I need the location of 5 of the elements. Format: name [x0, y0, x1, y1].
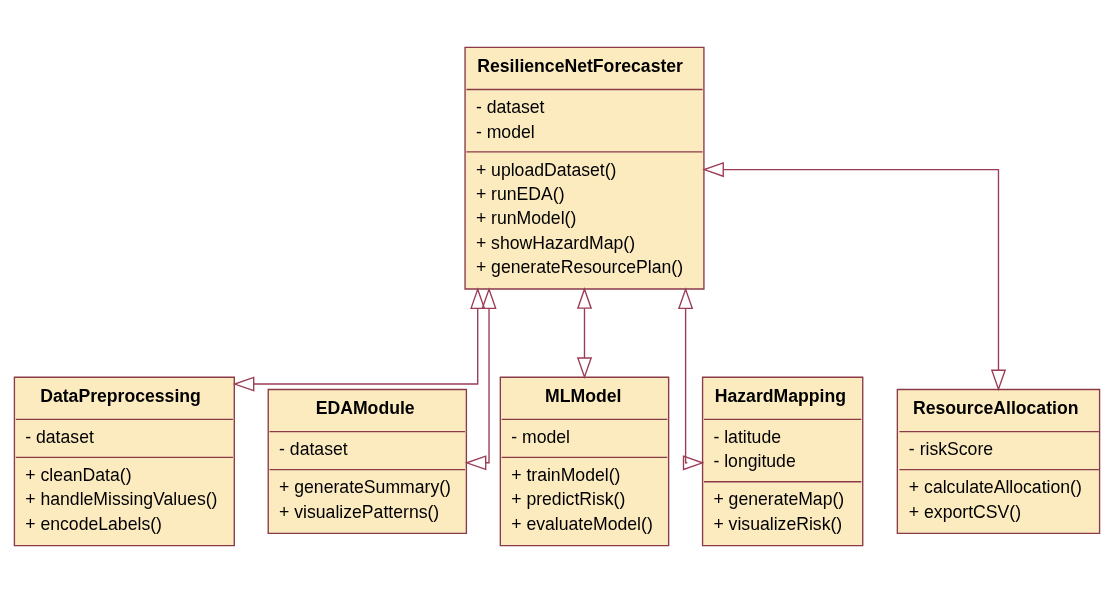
- arrow: [232, 286, 486, 392]
- arrow: [702, 161, 1007, 391]
- arrow: [678, 286, 705, 470]
- arrow: [464, 286, 497, 470]
- arrow: [576, 286, 593, 379]
